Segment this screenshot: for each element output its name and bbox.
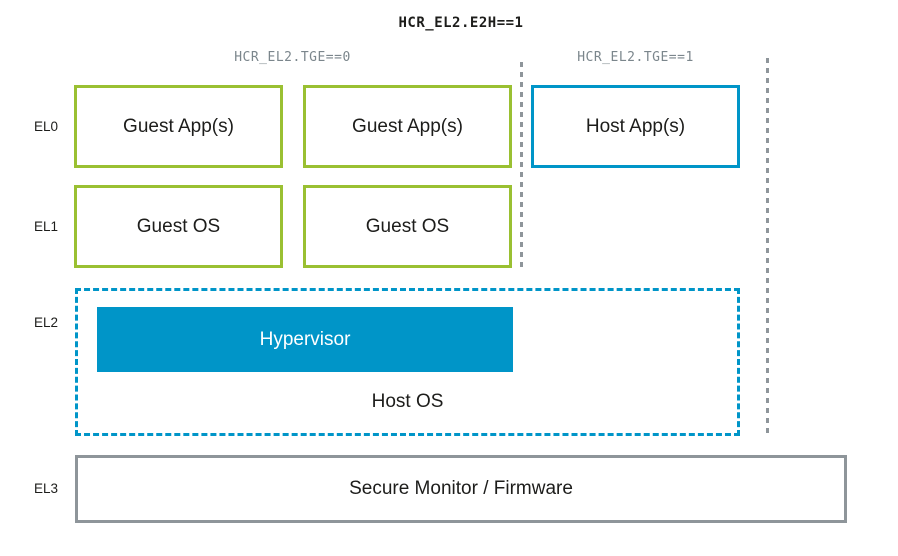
guest-apps-box-2-label: Guest App(s) [352, 115, 463, 137]
guest-apps-box-1-label: Guest App(s) [123, 115, 234, 137]
secure-monitor-box: Secure Monitor / Firmware [75, 455, 847, 523]
host-apps-box: Host App(s) [531, 85, 740, 168]
host-os-label: Host OS [371, 391, 444, 412]
hypervisor-box-label: Hypervisor [259, 328, 351, 350]
guest-os-box-1: Guest OS [74, 185, 283, 268]
column-header-tge1: HCR_EL2.TGE==1 [577, 50, 694, 65]
guest-os-box-2-label: Guest OS [365, 215, 450, 237]
guest-host-divider-dashed-line [520, 62, 523, 268]
secure-monitor-box-label: Secure Monitor / Firmware [349, 478, 573, 499]
el1-label: EL1 [34, 219, 59, 234]
host-apps-box-label: Host App(s) [585, 115, 686, 137]
hypervisor-box: Hypervisor [97, 307, 513, 372]
host-os-dashed-region [75, 288, 740, 436]
guest-os-box-1-label: Guest OS [136, 215, 221, 237]
right-boundary-dashed-line [766, 58, 769, 435]
diagram-title: HCR_EL2.E2H==1 [398, 15, 524, 31]
el3-label: EL3 [34, 481, 59, 496]
guest-apps-box-2: Guest App(s) [303, 85, 512, 168]
el0-label: EL0 [34, 119, 59, 134]
column-header-tge0: HCR_EL2.TGE==0 [234, 50, 351, 65]
guest-os-box-2: Guest OS [303, 185, 512, 268]
guest-apps-box-1: Guest App(s) [74, 85, 283, 168]
el2-label: EL2 [34, 315, 59, 330]
